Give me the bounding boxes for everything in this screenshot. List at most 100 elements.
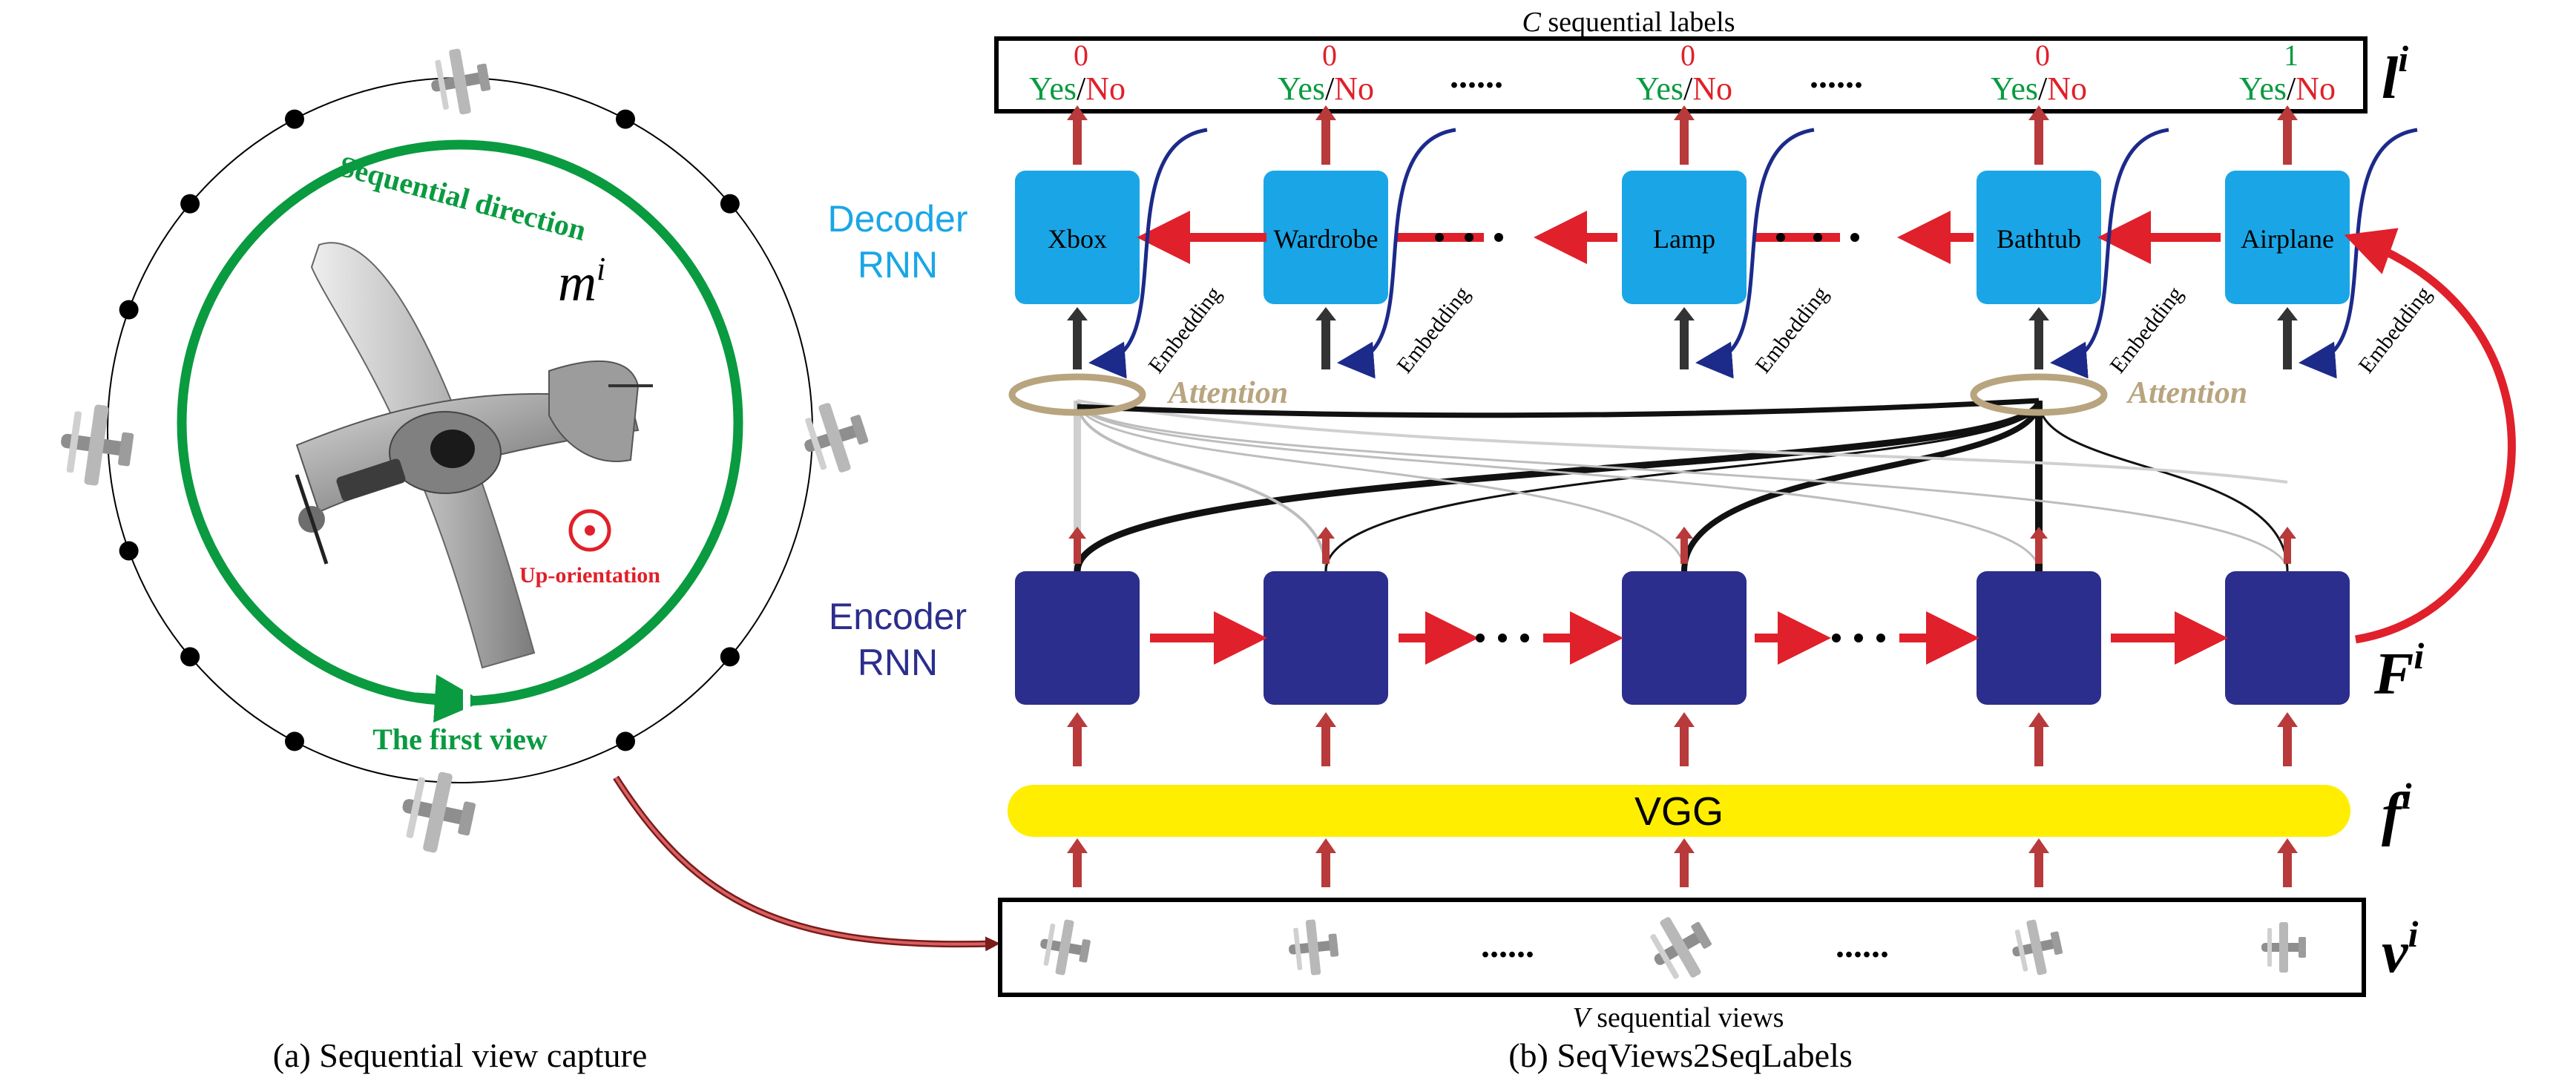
embedding-arrow xyxy=(2050,128,2169,379)
attention-label-left: Attention xyxy=(1166,376,1288,410)
labels-title: C sequential labels xyxy=(1522,7,1735,38)
camera-position-dot xyxy=(285,109,305,129)
right-panel: C sequential labels 0Yes/No0Yes/No0Yes/N… xyxy=(828,7,2516,1074)
ellipsis-dot xyxy=(1435,233,1444,242)
encoder-output-arrow xyxy=(1680,538,1688,564)
context-input-arrow xyxy=(1680,319,1689,369)
attention-label-right: Attention xyxy=(2126,376,2247,410)
encoder-output-arrow xyxy=(2284,538,2291,564)
decoder-cell-label: Wardrobe xyxy=(1273,224,1378,254)
decoder-cell-label: Bathtub xyxy=(1997,224,2081,254)
camera-position-dot xyxy=(180,647,200,667)
embedding-label: Embedding xyxy=(1393,282,1475,378)
decoder-label-1: Decoder xyxy=(828,198,968,240)
yes-no-label: Yes/No xyxy=(1636,70,1732,107)
ellipsis-dot xyxy=(1498,634,1507,642)
ellipsis-dot xyxy=(1476,634,1485,642)
attention-line xyxy=(1076,400,1686,572)
up-orientation-marker xyxy=(568,509,611,552)
first-view-label: The first view xyxy=(372,723,548,756)
view-thumbnail-right xyxy=(794,394,875,481)
capture-link-arrow xyxy=(613,775,995,948)
decoder-output-arrow xyxy=(2034,119,2043,165)
decoder-cell xyxy=(1622,171,1747,304)
view-input-arrow xyxy=(2034,852,2043,887)
yes-no-label: Yes/No xyxy=(1029,70,1126,107)
label-dots-1: ...... xyxy=(1450,56,1503,96)
camera-position-dot xyxy=(180,194,200,214)
encoder-cell xyxy=(1622,571,1747,705)
ellipsis-dot xyxy=(1854,634,1863,642)
vgg-symbol: fi xyxy=(2382,775,2412,847)
ellipsis-dot xyxy=(1850,233,1859,242)
ellipsis-dot xyxy=(1776,233,1785,242)
attention-line xyxy=(1076,400,2289,572)
vgg-band xyxy=(1008,785,2350,837)
view-thumbnail-left xyxy=(55,400,138,490)
encoder-rnn xyxy=(1015,527,2350,887)
attention-line xyxy=(1076,400,1327,572)
embedding-label: Embedding xyxy=(1751,282,1833,378)
attention-line xyxy=(1076,400,2040,572)
view-input-arrow xyxy=(1073,852,1082,887)
context-input-arrow xyxy=(2283,319,2292,369)
feature-input-arrow xyxy=(2034,726,2043,766)
context-input-arrow xyxy=(2034,319,2043,369)
yes-no-label: Yes/No xyxy=(1278,70,1374,107)
attention-ellipse-left xyxy=(1008,373,1146,416)
label-dots-2: ...... xyxy=(1810,56,1863,96)
capture-link-arrow-inner xyxy=(614,776,1000,952)
decoder-cell-label: Lamp xyxy=(1653,224,1715,254)
left-panel: mi Sequential direction Up-orientation T… xyxy=(55,44,1000,1074)
circle-gap xyxy=(463,690,470,712)
context-input-arrow xyxy=(1073,319,1082,369)
label-symbol: li xyxy=(2382,38,2408,111)
feature-input-arrow xyxy=(2283,726,2292,766)
encoder-label-2: RNN xyxy=(858,642,938,683)
encoder-output-arrow xyxy=(1322,538,1330,564)
view-input-arrow xyxy=(2283,852,2292,887)
camera-position-dot xyxy=(285,731,305,751)
decoder-cell xyxy=(1015,171,1140,304)
encoder-label-1: Encoder xyxy=(829,596,967,637)
label-value: 0 xyxy=(1680,39,1695,72)
decoder-label-2: RNN xyxy=(858,244,938,286)
feature-input-arrow xyxy=(1073,726,1082,766)
left-caption: (a) Sequential view capture xyxy=(273,1036,648,1074)
right-caption: (b) SeqViews2SeqLabels xyxy=(1508,1036,1853,1074)
encoder-output-arrow xyxy=(1074,538,1081,564)
encoder-symbol: Fi xyxy=(2373,635,2424,707)
decoder-cell xyxy=(2225,171,2350,304)
camera-position-dot xyxy=(615,109,635,129)
vgg-label: VGG xyxy=(1634,789,1724,834)
context-to-decoder-arrow xyxy=(2344,228,2516,644)
encoder-cell xyxy=(1977,571,2101,705)
ellipsis-dot xyxy=(1876,634,1885,642)
attention-ellipse-right xyxy=(1970,373,2108,416)
views-symbol: vi xyxy=(2382,913,2419,985)
attention-connections xyxy=(1073,398,2289,572)
camera-position-dot xyxy=(720,194,740,214)
feature-input-arrow xyxy=(1321,726,1330,766)
view-thumbnail-top xyxy=(425,44,495,119)
embedding-arrow xyxy=(1337,128,1456,379)
label-value: 0 xyxy=(2035,39,2050,72)
decoder-output-arrow xyxy=(1680,119,1689,165)
embedding-label: Embedding xyxy=(2354,282,2437,378)
camera-position-dot xyxy=(119,300,139,320)
decoder-output-arrow xyxy=(1073,119,1082,165)
yes-no-label: Yes/No xyxy=(2239,70,2336,107)
camera-position-dot xyxy=(615,731,635,751)
encoder-cell xyxy=(2225,571,2350,705)
decoder-output-arrow xyxy=(1321,119,1330,165)
label-box xyxy=(994,36,2368,114)
attention-line xyxy=(1077,399,2288,484)
label-value: 0 xyxy=(1074,39,1088,72)
feature-input-arrow xyxy=(1680,726,1689,766)
airplane-model xyxy=(295,242,653,669)
up-orientation-label: Up-orientation xyxy=(519,563,660,588)
camera-positions xyxy=(119,109,740,751)
